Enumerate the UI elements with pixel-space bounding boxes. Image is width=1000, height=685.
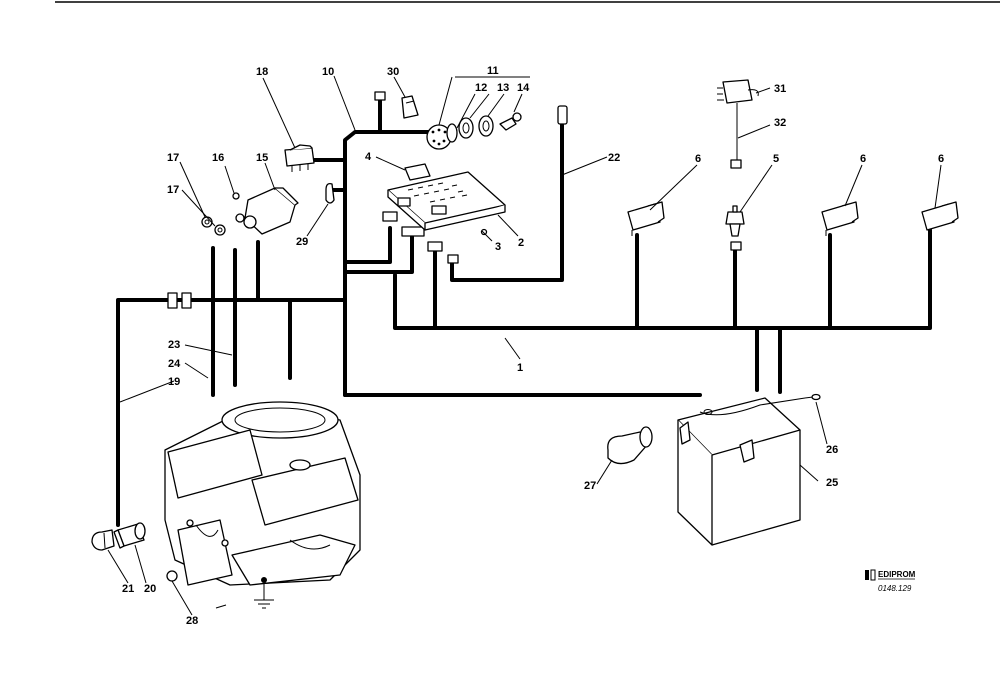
callout-20: 20: [144, 583, 156, 595]
wire-branch-1: [343, 226, 392, 264]
clip-29: [325, 182, 335, 204]
wire-left-trunk: [116, 298, 347, 502]
callout-1: 1: [517, 362, 523, 374]
callout-24: 24: [168, 358, 181, 370]
callout-6b: 6: [860, 153, 866, 165]
callout-16: 16: [212, 152, 224, 164]
battery-strap-26: [804, 393, 821, 401]
switch-6b: [821, 201, 859, 236]
rocker-switch-18: [284, 144, 315, 172]
ediprom-logo: EDIPROM 0148.129: [865, 569, 916, 593]
callout-23: 23: [168, 339, 180, 351]
plug-28: [166, 570, 178, 582]
logo-brand: EDIPROM: [878, 570, 916, 579]
wire-branch-2: [343, 233, 414, 274]
ignition-switch-11: [426, 112, 522, 150]
wire-22: [450, 123, 564, 282]
callout-14: 14: [517, 82, 530, 94]
engine: [164, 401, 361, 586]
callout-25: 25: [826, 477, 838, 489]
callout-28: 28: [186, 615, 198, 627]
callout-12: 12: [475, 82, 487, 94]
terminal-cover-27: [607, 426, 653, 465]
callout-13: 13: [497, 82, 509, 94]
callout-6c: 6: [938, 153, 944, 165]
callout-11: 11: [487, 65, 499, 77]
connector-b: [181, 292, 192, 309]
callout-6a: 6: [695, 153, 701, 165]
plug-32: [730, 159, 742, 169]
callout-3: 3: [495, 241, 501, 253]
logo-mark: [865, 570, 869, 580]
plug-30: [374, 91, 386, 101]
switch-6a: [627, 201, 665, 236]
callout-5: 5: [773, 153, 779, 165]
terminal-plugs: [374, 91, 742, 264]
plug-5: [730, 241, 742, 251]
relay-4: [404, 163, 431, 181]
connector-a: [167, 292, 178, 309]
relay-31: [717, 79, 759, 108]
callout-21: 21: [122, 583, 134, 595]
wiring-harness: [116, 98, 932, 527]
battery-25: [677, 397, 806, 546]
clip-30: [401, 95, 419, 119]
callout-2: 2: [518, 237, 524, 249]
callout-19: 19: [168, 376, 180, 388]
callout-27: 27: [584, 480, 596, 492]
bulb-holder-20: [113, 522, 146, 549]
callout-31: 31: [774, 83, 786, 95]
switch-6c: [921, 201, 959, 231]
wire-main-vertical: [343, 130, 457, 397]
callout-15: 15: [256, 152, 268, 164]
ground-symbol: [254, 577, 274, 609]
plug-22: [557, 105, 568, 125]
nuts-17: [201, 216, 226, 236]
callout-26: 26: [826, 444, 838, 456]
callout-18: 18: [256, 66, 268, 78]
callout-17b: 17: [167, 184, 179, 196]
plug-b3: [427, 241, 443, 252]
callout-10: 10: [322, 66, 334, 78]
callout-17a: 17: [167, 152, 179, 164]
callout-29: 29: [296, 236, 308, 248]
callout-32: 32: [774, 117, 786, 129]
plug-b2: [401, 226, 425, 237]
trunk-connectors: [167, 292, 192, 309]
drawing-reference: 0148.129: [878, 584, 912, 593]
plug-b4: [447, 254, 459, 264]
solenoid-15: [232, 187, 299, 235]
wire-1-bus: [393, 228, 932, 330]
callout-22: 22: [608, 152, 620, 164]
callout-4: 4: [365, 151, 372, 163]
pressure-switch-5: [725, 205, 745, 237]
callout-labels: 1 2 3 4 5 6 6 6 10 11 12 13 14 15 16 17 …: [122, 65, 944, 627]
leader-lines: [107, 75, 942, 616]
callout-30: 30: [387, 66, 399, 78]
circuit-board-2: [387, 171, 506, 236]
bulb-21: [91, 529, 115, 551]
plug-b1: [382, 211, 398, 222]
